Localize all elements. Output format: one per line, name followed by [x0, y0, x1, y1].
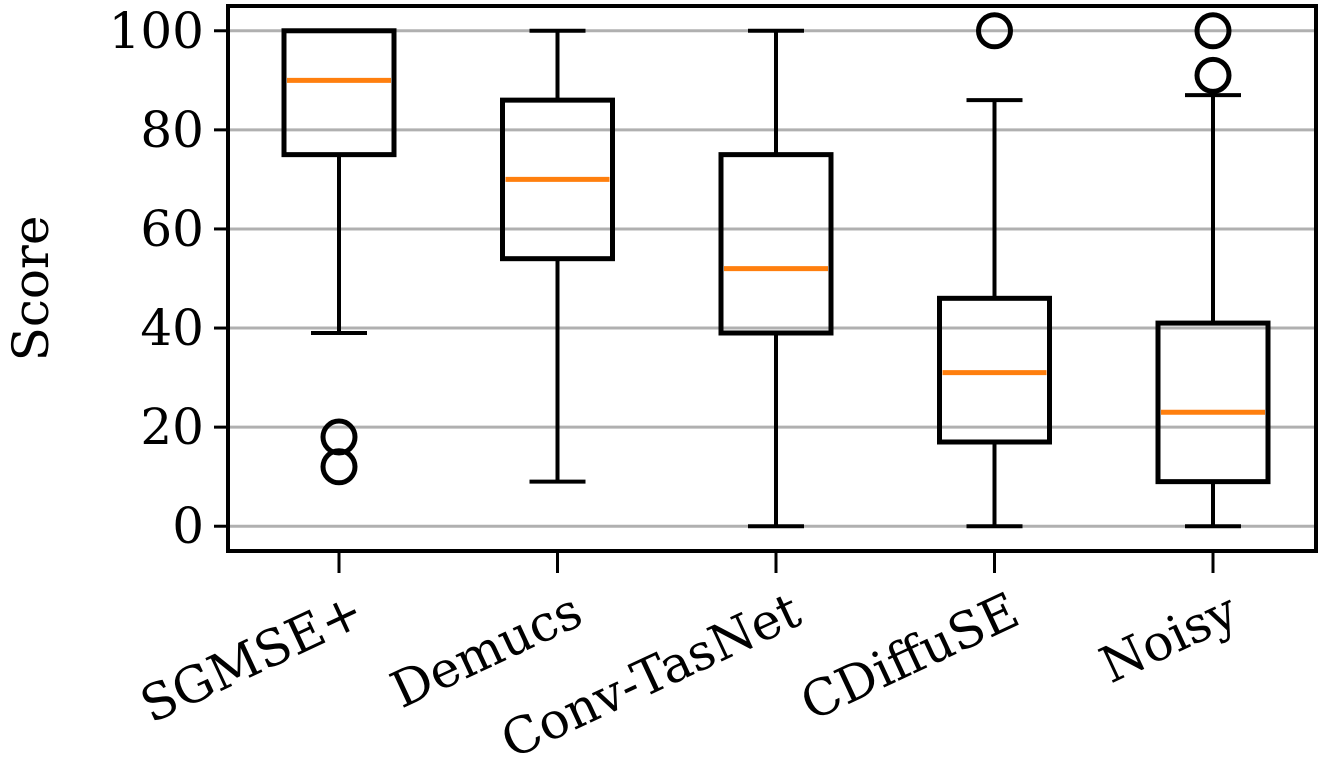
outlier-point	[320, 448, 358, 486]
y-tick-label: 0	[172, 497, 204, 555]
x-tick-label: CDiffuSE	[792, 581, 1028, 732]
grid-lines	[228, 29, 1316, 528]
box-group	[1155, 12, 1271, 529]
y-tick-label: 80	[140, 101, 204, 159]
iqr-box	[937, 295, 1052, 445]
iqr-box	[500, 97, 615, 262]
iqr-box	[281, 28, 397, 158]
y-axis-label: Score	[2, 216, 60, 362]
box-plot-series	[281, 12, 1271, 529]
y-axis-ticks: 0 20 40 60 80 100	[109, 2, 228, 555]
box-group	[937, 12, 1052, 529]
box-group	[281, 28, 397, 486]
iqr-box	[1155, 320, 1271, 485]
box-group	[500, 28, 615, 484]
box-group	[718, 28, 834, 529]
y-tick-label: 40	[140, 299, 204, 357]
y-tick-label: 20	[140, 398, 204, 456]
outlier-point	[1194, 56, 1232, 94]
y-tick-label: 60	[140, 200, 204, 258]
plot-frame	[226, 4, 1318, 553]
iqr-box	[718, 152, 834, 336]
y-tick-label: 100	[109, 2, 204, 60]
x-tick-label: Noisy	[1091, 581, 1246, 695]
outlier-point	[976, 12, 1013, 50]
outlier-point	[1194, 12, 1232, 50]
x-tick-label: SGMSE+	[132, 581, 372, 734]
